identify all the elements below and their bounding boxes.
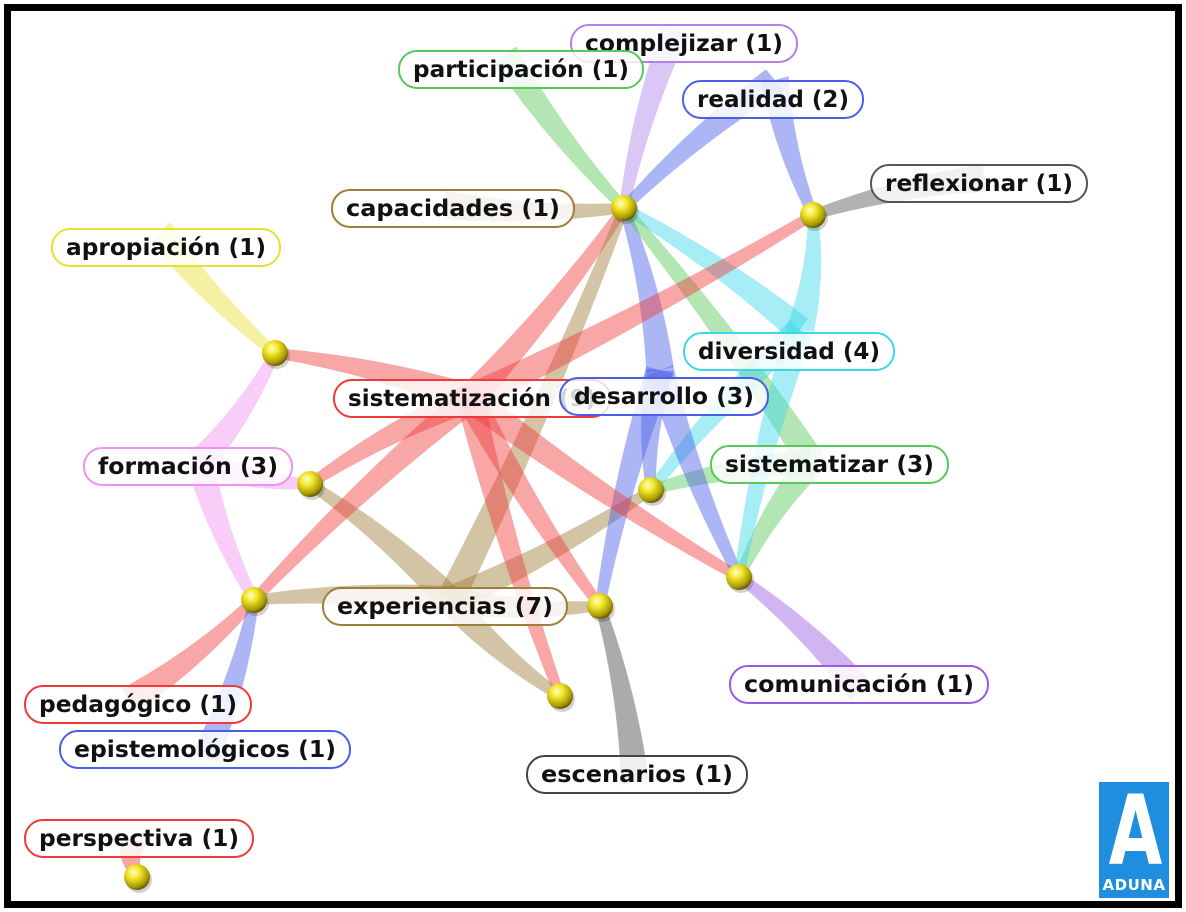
edge-d3-f090f0 xyxy=(188,350,280,470)
label-pill xyxy=(24,685,252,724)
document-node-d1[interactable] xyxy=(611,195,637,221)
edge-d1-3ad8e8 xyxy=(621,203,808,342)
concept-label-text: realidad (2) xyxy=(697,87,849,113)
document-nodes xyxy=(124,195,828,893)
concept-label-text: reflexionar (1) xyxy=(885,171,1073,197)
label-pill xyxy=(322,587,568,626)
label-pill xyxy=(682,80,864,119)
document-node-d8[interactable] xyxy=(726,564,752,590)
edge-d8-58c858 xyxy=(734,454,824,580)
concept-label-diversidad[interactable]: diversidad (4) xyxy=(683,332,895,371)
document-node-d5[interactable] xyxy=(638,477,664,503)
document-node-d4[interactable] xyxy=(297,471,323,497)
frame-border xyxy=(4,4,1182,908)
document-node-d6[interactable] xyxy=(241,587,267,613)
edge-d2-3ad8e8 xyxy=(786,214,822,332)
concept-label-participacion[interactable]: participación (1) xyxy=(398,50,644,89)
concept-label-text: pedagógico (1) xyxy=(39,692,237,718)
document-node-d2[interactable] xyxy=(800,202,826,228)
edge-d1-4a5ee8 xyxy=(619,206,674,374)
concept-label-text: sistematizar (3) xyxy=(725,452,934,478)
label-pill xyxy=(398,50,644,89)
concept-label-sistematizacion[interactable]: sistematización (9) xyxy=(333,379,611,418)
concept-label-text: experiencias (7) xyxy=(337,594,553,620)
concept-label-text: apropiación (1) xyxy=(66,235,266,261)
label-pill xyxy=(59,730,351,769)
edge-d1-f03a3a xyxy=(459,204,628,407)
label-pill xyxy=(526,755,748,794)
edge-d7-444444 xyxy=(595,605,649,785)
concept-label-desarrollo[interactable]: desarrollo (3) xyxy=(559,377,769,416)
concept-label-text: diversidad (4) xyxy=(698,339,880,365)
concept-label-epistemologicos[interactable]: epistemológicos (1) xyxy=(59,730,351,769)
edge-d4-a07d3a xyxy=(306,480,459,611)
label-pill xyxy=(331,189,575,228)
label-pill xyxy=(83,447,293,486)
logo-letter: A xyxy=(1108,775,1163,887)
concept-label-text: desarrollo (3) xyxy=(574,384,754,410)
label-pill xyxy=(710,445,949,484)
concept-label-formacion[interactable]: formación (3) xyxy=(83,447,293,486)
concept-label-text: formación (3) xyxy=(98,454,278,480)
concept-label-experiencias[interactable]: experiencias (7) xyxy=(322,587,568,626)
edge-d2-f03a3a xyxy=(463,210,816,411)
edge-d5-a07d3a xyxy=(443,485,654,613)
concept-label-escenarios[interactable]: escenarios (1) xyxy=(526,755,748,794)
concept-label-text: capacidades (1) xyxy=(346,196,560,222)
edge-d7-4a5ee8 xyxy=(595,366,674,608)
edge-d6-f03a3a xyxy=(250,387,480,604)
concept-label-text: comunicación (1) xyxy=(744,672,974,698)
edge-d6-f090f0 xyxy=(186,456,259,602)
edge-d8-f03a3a xyxy=(462,386,742,582)
edge-d8-4a5ee8 xyxy=(646,365,744,579)
concept-label-realidad[interactable]: realidad (2) xyxy=(682,80,864,119)
label-pill xyxy=(870,164,1088,203)
document-node-d7[interactable] xyxy=(587,593,613,619)
label-pill xyxy=(51,228,281,267)
concept-label-text: participación (1) xyxy=(413,57,629,83)
label-pill xyxy=(729,665,989,704)
aduna-logo: A ADUNA xyxy=(1099,782,1169,898)
logo-wordmark: ADUNA xyxy=(1102,876,1166,894)
label-pill xyxy=(683,332,895,371)
concept-label-text: escenarios (1) xyxy=(541,762,733,788)
concept-label-text: epistemológicos (1) xyxy=(74,737,336,763)
document-node-d10[interactable] xyxy=(124,864,150,890)
document-node-d3[interactable] xyxy=(262,340,288,366)
edge-d6-f03a3a xyxy=(121,596,258,711)
concept-label-capacidades[interactable]: capacidades (1) xyxy=(331,189,575,228)
edge-d1-b082e8 xyxy=(619,26,689,210)
label-pill xyxy=(559,377,769,416)
concept-label-perspectiva[interactable]: perspectiva (1) xyxy=(24,819,254,858)
concept-label-apropiacion[interactable]: apropiación (1) xyxy=(51,228,281,267)
document-node-d9[interactable] xyxy=(547,683,573,709)
concept-label-sistematizar[interactable]: sistematizar (3) xyxy=(710,445,949,484)
concept-labels: complejizar (1)participación (1)realidad… xyxy=(24,24,1088,858)
concept-label-text: perspectiva (1) xyxy=(39,826,239,852)
concept-label-pedagogico[interactable]: pedagógico (1) xyxy=(24,685,252,724)
label-pill xyxy=(24,819,254,858)
concept-label-reflexionar[interactable]: reflexionar (1) xyxy=(870,164,1088,203)
concept-label-comunicacion[interactable]: comunicación (1) xyxy=(729,665,989,704)
edge-d7-f03a3a xyxy=(458,390,605,609)
concept-label-text: sistematización (9) xyxy=(348,386,596,412)
